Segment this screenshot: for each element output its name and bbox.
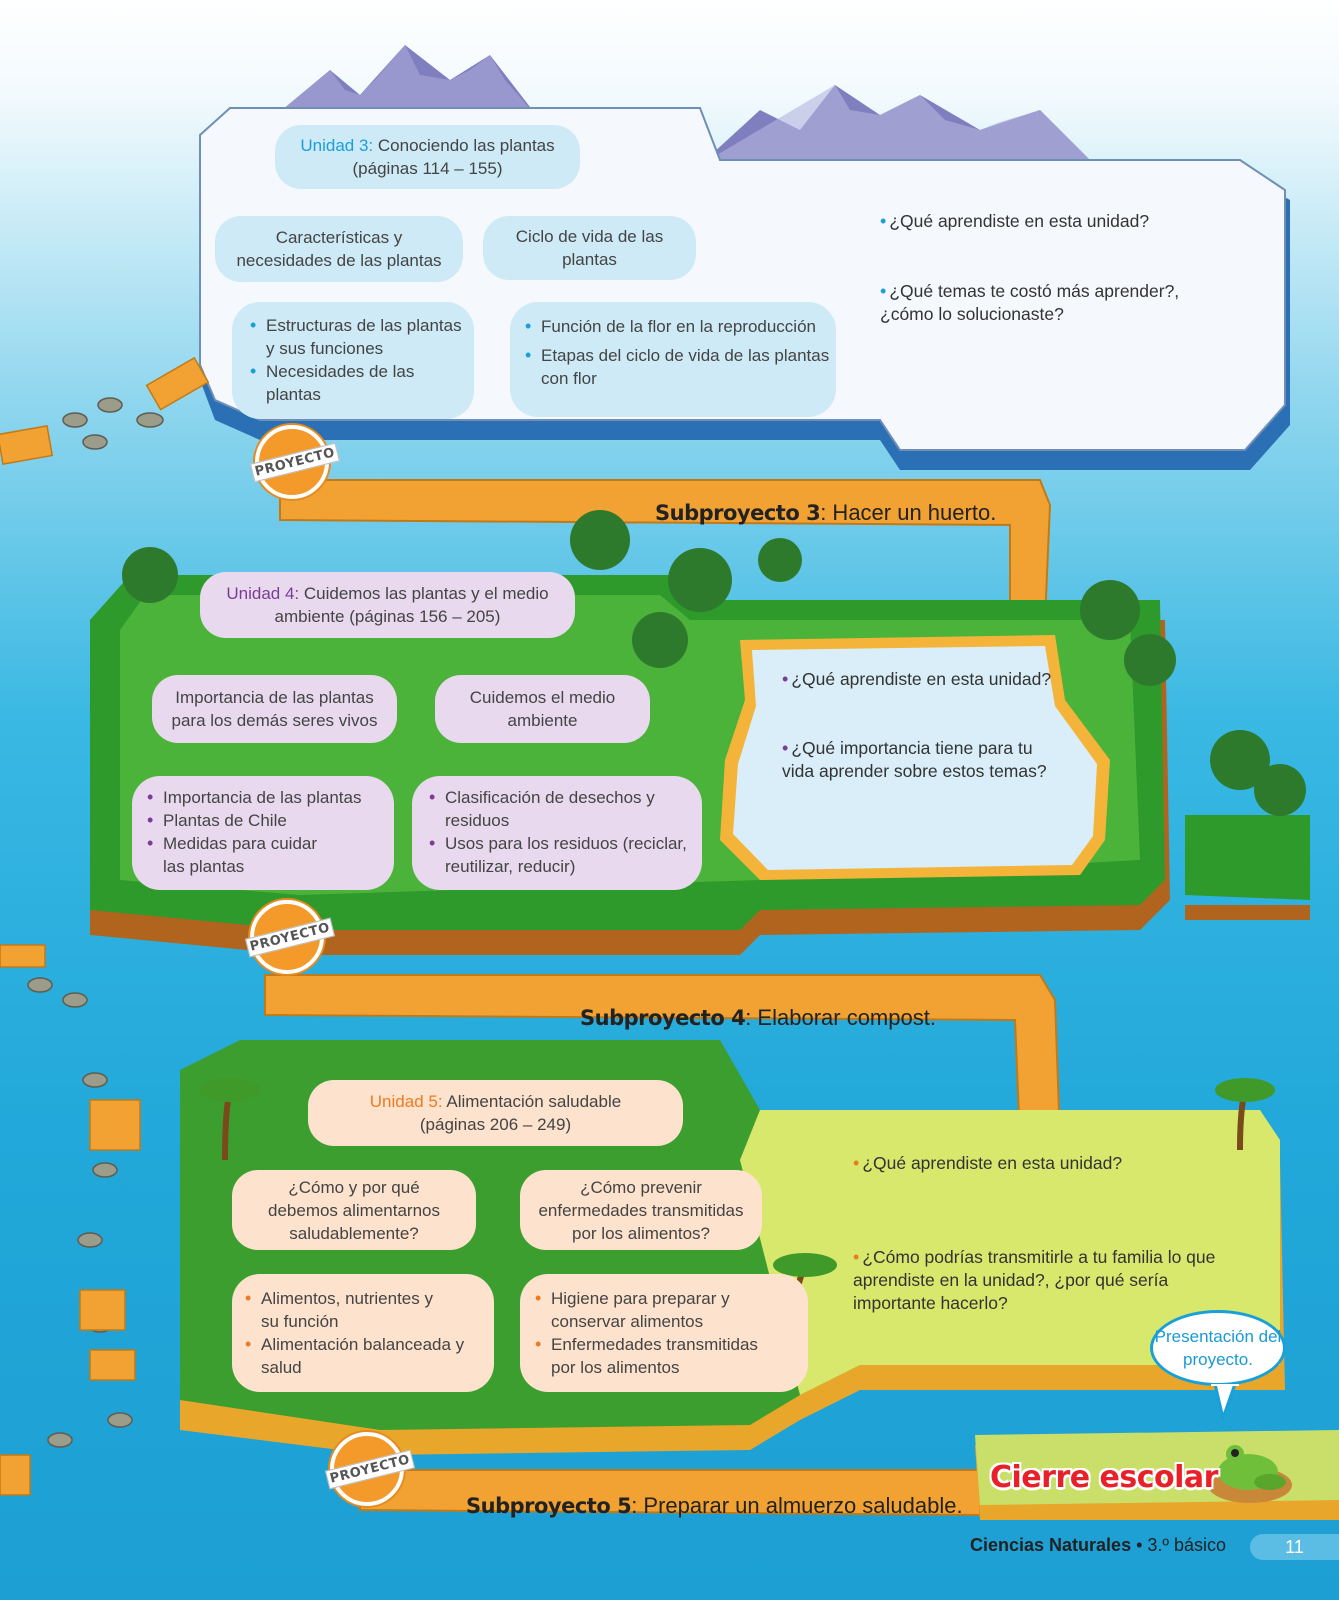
list-item: Usos para los residuos (reciclar, reutil…	[427, 832, 697, 878]
project-stamp-4: PROYECTO	[245, 900, 335, 974]
unit4-branch1: Importancia de las plantas para los demá…	[152, 675, 397, 743]
unit3-branch1: Características y necesidades de las pla…	[215, 216, 463, 282]
unit4-title: Cuidemos las plantas y el medio ambiente…	[274, 584, 549, 626]
list-item: Plantas de Chile	[145, 809, 385, 832]
unit5-title: Alimentación saludable	[446, 1092, 622, 1111]
page-footer: Ciencias Naturales • 3.º básico	[970, 1535, 1227, 1555]
unit3-title-bubble: Unidad 3: Conociendo las plantas (página…	[275, 125, 580, 189]
unit4-list1: Importancia de las plantas Plantas de Ch…	[145, 786, 385, 878]
unit3-question1: •¿Qué aprendiste en esta unidad?	[880, 211, 1150, 231]
list-item: Medidas para cuidar las plantas	[145, 832, 333, 878]
unit4-question2: •¿Qué importancia tiene para tu vida apr…	[782, 738, 1047, 781]
list-item: Clasificación de desechos y residuos	[427, 786, 655, 832]
unit5-branch1: ¿Cómo y por qué debemos alimentarnos sal…	[232, 1170, 476, 1250]
unit3-question2: •¿Qué temas te costó más aprender?, ¿cóm…	[880, 281, 1180, 324]
unit5-question1: •¿Qué aprendiste en esta unidad?	[853, 1153, 1123, 1173]
unit5-list1: Alimentos, nutrientes y su función Alime…	[243, 1287, 468, 1379]
unit4-list2: Clasificación de desechos y residuos Uso…	[427, 786, 697, 878]
unit4-branch2-text: Cuidemos el medio ambiente	[469, 688, 616, 730]
list-item: Etapas del ciclo de vida de las plantas …	[523, 344, 833, 390]
subproject5: Subproyecto 5: Preparar un almuerzo salu…	[466, 1493, 963, 1518]
unit4-branch2: Cuidemos el medio ambiente	[435, 675, 650, 743]
unit4-question1: •¿Qué aprendiste en esta unidad?	[782, 669, 1052, 689]
floating-boards	[0, 356, 210, 1496]
unit5-branch1-text: ¿Cómo y por qué debemos alimentarnos sal…	[268, 1177, 440, 1243]
unit4-title-bubble: Unidad 4: Cuidemos las plantas y el medi…	[200, 572, 575, 638]
project-presentation-callout: Presentación del proyecto.	[1150, 1310, 1286, 1386]
subproject3: Subproyecto 3: Hacer un huerto.	[655, 500, 997, 525]
list-item: Función de la flor en la reproducción	[523, 315, 833, 338]
unit3-list2: Función de la flor en la reproducción Et…	[523, 315, 833, 390]
list-item: Alimentos, nutrientes y su función	[243, 1287, 451, 1333]
unit3-branch2: Ciclo de vida de las plantas	[483, 216, 696, 280]
list-item: Higiene para preparar y conservar alimen…	[533, 1287, 773, 1333]
footer-grade: 3.º básico	[1147, 1535, 1227, 1555]
unit5-pages: (páginas 206 – 249)	[419, 1115, 572, 1134]
unit5-label: Unidad 5:	[369, 1092, 443, 1111]
unit5-branch2-text: ¿Cómo prevenir enfermedades transmitidas…	[538, 1177, 744, 1243]
stepping-stones	[27, 397, 164, 1448]
unit3-branch2-text: Ciclo de vida de las plantas	[515, 227, 664, 269]
list-item: Enfermedades transmitidas por los alimen…	[533, 1333, 773, 1379]
callout-tail	[1211, 1384, 1239, 1424]
closing-title: Cierre escolar	[990, 1460, 1218, 1495]
footer-subject: Ciencias Naturales	[970, 1535, 1132, 1555]
unit4-label: Unidad 4:	[226, 584, 300, 603]
unit3-label: Unidad 3:	[300, 136, 374, 155]
unit3-list1: Estructuras de las plantas y sus funcion…	[248, 314, 463, 406]
page-number: 11	[1250, 1534, 1339, 1560]
unit5-branch2: ¿Cómo prevenir enfermedades transmitidas…	[520, 1170, 762, 1250]
unit3-branch1-text: Características y necesidades de las pla…	[236, 228, 442, 270]
list-item: Alimentación balanceada y salud	[243, 1333, 471, 1379]
unit5-question2: •¿Cómo podrías transmitirle a tu familia…	[853, 1247, 1216, 1313]
list-item: Estructuras de las plantas y sus funcion…	[248, 314, 463, 360]
unit3-title: Conociendo las plantas	[377, 136, 555, 155]
trees	[122, 510, 1306, 816]
subproject4: Subproyecto 4: Elaborar compost.	[580, 1005, 936, 1030]
frog-icon	[1208, 1445, 1292, 1503]
unit5-list2: Higiene para preparar y conservar alimen…	[533, 1287, 773, 1379]
unit3-pages: (páginas 114 – 155)	[352, 159, 503, 178]
unit5-title-bubble: Unidad 5: Alimentación saludable (página…	[308, 1080, 683, 1146]
list-item: Importancia de las plantas	[145, 786, 385, 809]
palm-leaves	[200, 1078, 1275, 1277]
project-stamp-3: PROYECTO	[250, 425, 340, 499]
unit4-branch1-text: Importancia de las plantas para los demá…	[171, 688, 378, 730]
mountains	[270, 45, 1090, 165]
project-stamp-5: PROYECTO	[325, 1432, 415, 1506]
list-item: Necesidades de las plantas	[248, 360, 463, 406]
